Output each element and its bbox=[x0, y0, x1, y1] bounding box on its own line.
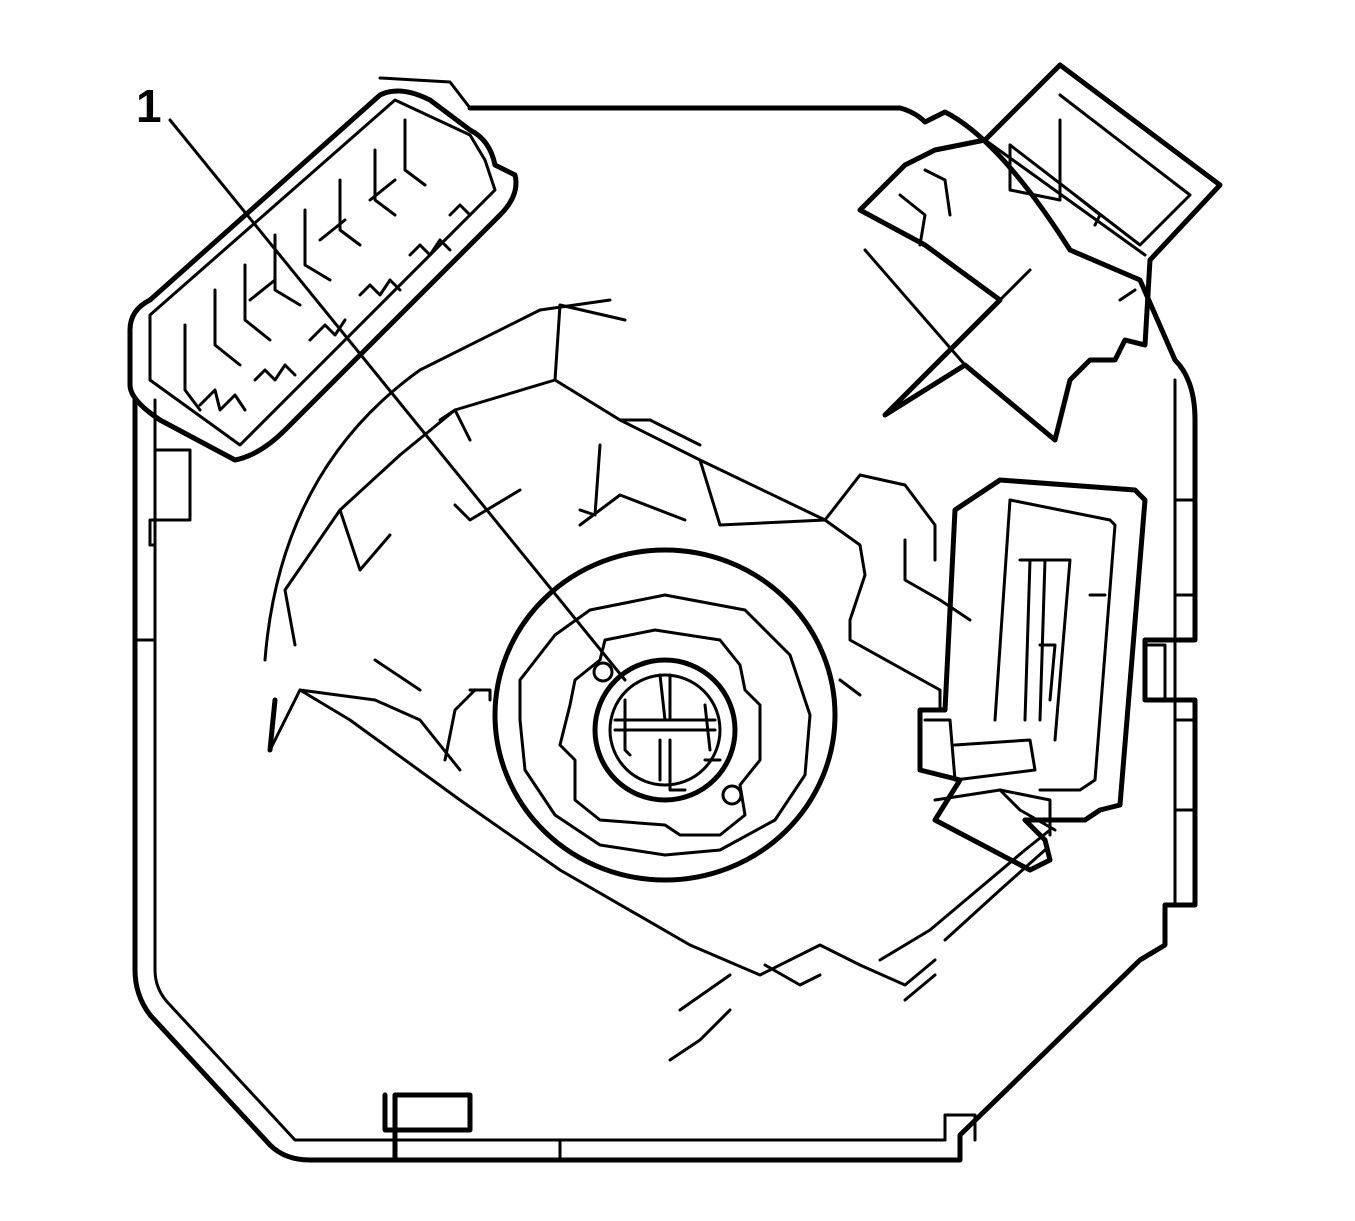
callout-label: 1 bbox=[136, 80, 162, 132]
connector-right bbox=[857, 62, 1223, 443]
coil-body bbox=[263, 298, 1052, 1062]
connector-left bbox=[127, 88, 519, 463]
callout-leader-line bbox=[168, 118, 627, 682]
rotor bbox=[468, 547, 862, 883]
housing-outline bbox=[132, 76, 1198, 1163]
callout-1: 1 bbox=[136, 80, 627, 682]
latch-assembly bbox=[917, 477, 1148, 873]
